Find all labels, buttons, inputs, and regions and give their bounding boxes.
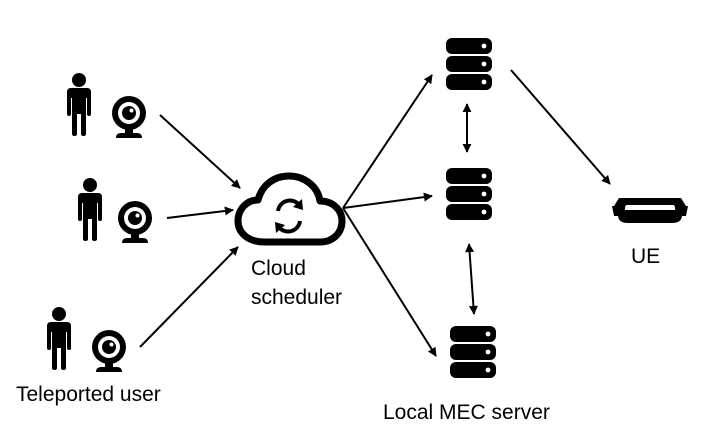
server-link-arrows <box>462 103 478 315</box>
user-group-2 <box>78 178 152 243</box>
person-icon <box>78 178 102 241</box>
cloud-sync-icon <box>234 172 346 246</box>
server-database-icon <box>446 168 492 220</box>
webcam-icon <box>92 330 126 372</box>
webcam-icon <box>112 96 146 138</box>
user-group-1 <box>67 73 146 138</box>
cloud-to-server-arrows <box>342 74 437 357</box>
vr-headset-icon <box>612 198 688 223</box>
server-database-icon <box>450 326 496 378</box>
arrow-server-ue <box>510 69 611 185</box>
arrow-cloud-server1 <box>342 74 433 209</box>
arrow-cloud-server3 <box>342 207 437 357</box>
arrow-user1-cloud <box>159 114 241 189</box>
arrow-cloud-server2 <box>342 192 433 209</box>
user-to-cloud-arrows <box>139 114 241 348</box>
ue-label: UE <box>631 245 660 268</box>
server-database-icon <box>446 38 492 90</box>
user-group-3 <box>47 307 126 372</box>
person-icon <box>67 73 91 136</box>
mec-server-label: Local MEC server <box>383 401 550 424</box>
teleported-user-label: Teleported user <box>16 383 161 406</box>
webcam-icon <box>118 201 152 243</box>
arrow-user2-cloud <box>166 206 234 219</box>
person-icon <box>47 307 71 370</box>
cloud-label-line2: scheduler <box>251 286 342 309</box>
arrow-user3-cloud <box>139 246 239 348</box>
cloud-label-line1: Cloud <box>251 257 306 280</box>
arrow-server2-server3 <box>465 243 478 315</box>
